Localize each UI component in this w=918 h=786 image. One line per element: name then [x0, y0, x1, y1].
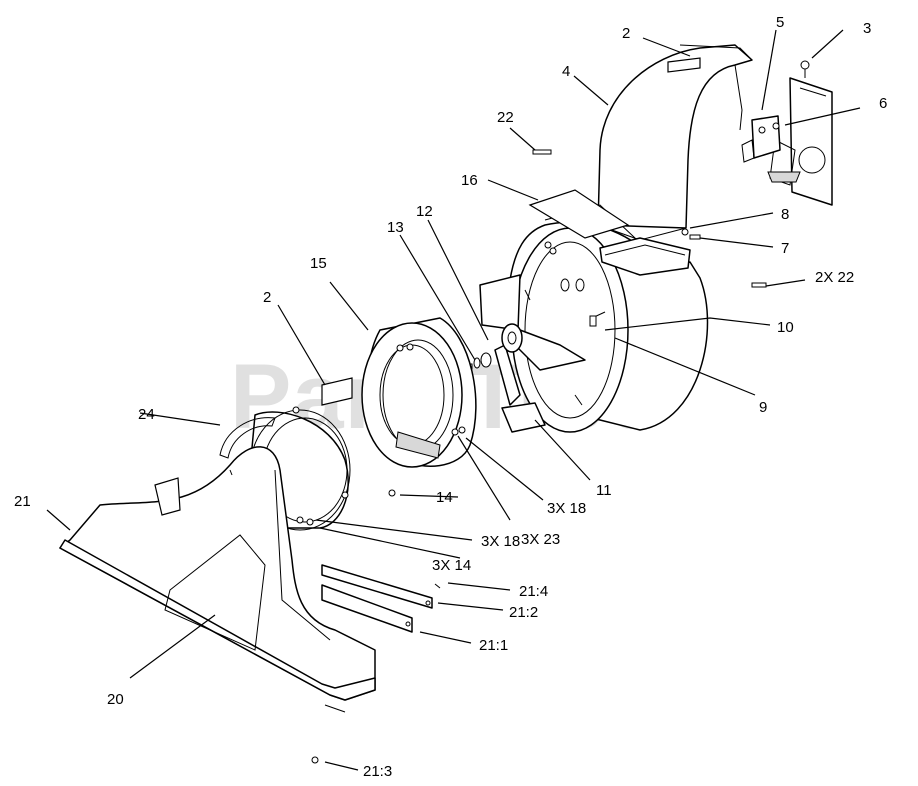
bolt-part-22b [751, 282, 767, 288]
callout-10: 10 [777, 319, 794, 336]
callout-4: 4 [562, 63, 570, 80]
wear-strips [321, 564, 441, 633]
callout-3x18-a: 3X 18 [547, 500, 586, 517]
callout-5: 5 [776, 14, 784, 31]
decal-part-2-left [321, 377, 353, 406]
callout-15: 15 [310, 255, 327, 272]
screw-part-21-3 [311, 756, 319, 764]
bracket-left [154, 477, 181, 516]
callout-21-1: 21:1 [479, 637, 508, 654]
impeller-part-11 [479, 274, 586, 433]
strap-part-24 [219, 417, 276, 459]
bolt-part-7 [689, 234, 701, 240]
callout-6: 6 [879, 95, 887, 112]
callout-2-left: 2 [263, 289, 271, 306]
callout-21-2: 21:2 [509, 604, 538, 621]
callout-2x22: 2X 22 [815, 269, 854, 286]
callout-13: 13 [387, 219, 404, 236]
back-plate-part-15 [361, 317, 477, 468]
nut-part-14 [388, 489, 396, 497]
callout-21-3: 21:3 [363, 763, 392, 780]
callout-21-4: 21:4 [519, 583, 548, 600]
callout-16: 16 [461, 172, 478, 189]
callout-21: 21 [14, 493, 31, 510]
decal-part-16 [528, 189, 630, 239]
callout-12: 12 [416, 203, 433, 220]
callout-3x23: 3X 23 [521, 531, 560, 548]
callout-24: 24 [138, 406, 155, 423]
discharge-elbow-part-4 [597, 44, 753, 241]
mounting-plate-part-6 [767, 60, 833, 206]
callout-labels: 2 3 4 5 6 22 16 8 7 12 13 2X 22 15 10 2 … [14, 14, 887, 780]
callout-14: 14 [436, 489, 453, 506]
bracket-part-5 [741, 115, 781, 163]
callout-20: 20 [107, 691, 124, 708]
leader-lines [46, 29, 861, 771]
decal-part-2-top [667, 57, 701, 73]
callout-22: 22 [497, 109, 514, 126]
callout-9: 9 [759, 399, 767, 416]
callout-8: 8 [781, 206, 789, 223]
callout-3x14: 3X 14 [432, 557, 471, 574]
bolt-part-3 [800, 60, 810, 70]
washer-part-8 [681, 228, 689, 236]
callout-2-top: 2 [622, 25, 630, 42]
callout-3: 3 [863, 20, 871, 37]
callout-11: 11 [596, 482, 612, 499]
callout-3x18-b: 3X 18 [481, 533, 520, 550]
fan-housing-part-10 [507, 204, 709, 433]
bolt-part-22 [532, 149, 552, 155]
callout-7: 7 [781, 240, 789, 257]
